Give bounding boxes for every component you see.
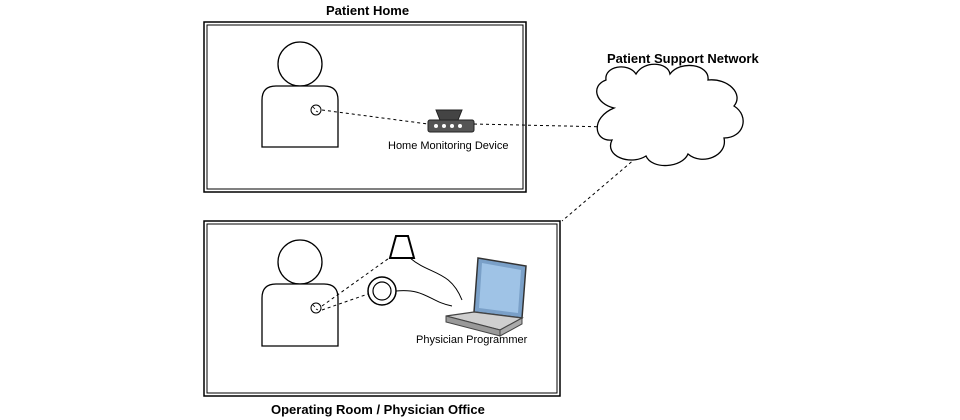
operating-room-box: [203, 220, 561, 397]
laptop-icon: [445, 257, 527, 337]
cloud-icon: [596, 63, 744, 167]
patient-support-network-title: Patient Support Network: [607, 51, 759, 66]
patient-home-box: [203, 21, 527, 193]
home-monitoring-device-label: Home Monitoring Device: [388, 140, 509, 152]
patient-icon: [261, 239, 339, 347]
patient-icon: [261, 41, 339, 148]
telemetry-antenna-icon: [388, 235, 416, 259]
programming-wand-icon: [367, 276, 397, 306]
operating-room-title: Operating Room / Physician Office: [271, 402, 485, 417]
patient-home-title: Patient Home: [326, 3, 410, 18]
home-monitor-icon: [427, 109, 475, 133]
implant-icon: [310, 302, 322, 314]
physician-programmer-label: Physician Programmer: [416, 334, 528, 346]
implant-icon: [310, 104, 322, 116]
